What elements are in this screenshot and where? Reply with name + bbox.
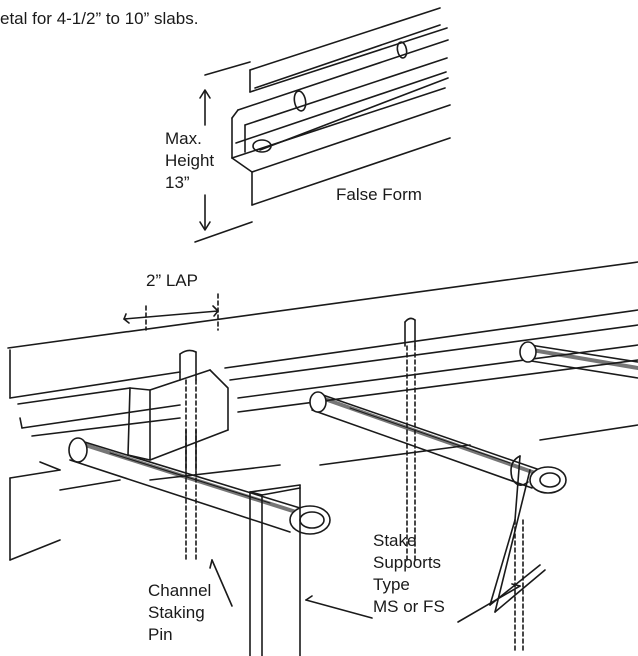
stake-supports-line-1: Stake	[373, 531, 417, 550]
max-height-line-3: 13”	[165, 173, 190, 192]
lap-label: 2” LAP	[146, 271, 198, 290]
channel-staking-pin-line-3: Pin	[148, 625, 173, 644]
max-height-label: Max. Height 13”	[165, 128, 214, 194]
stake-supports-label: Stake Supports Type MS or FS	[373, 530, 445, 618]
stake-supports-line-4: MS or FS	[373, 597, 445, 616]
stake-supports-line-3: Type	[373, 575, 410, 594]
stake-supports-line-2: Supports	[373, 553, 442, 572]
channel-staking-pin-line-1: Channel	[148, 581, 212, 600]
max-height-dimension	[194, 61, 253, 243]
caption: etal for 4-1/2” to 10” slabs.	[0, 9, 199, 28]
bar-supports	[68, 341, 638, 535]
staking-pins	[179, 317, 524, 651]
false-form-label: False Form	[336, 185, 422, 204]
form-walls	[7, 261, 638, 561]
channel-staking-pin-label: Channel Staking Pin	[148, 580, 211, 646]
channel-staking-pin-line-2: Staking	[148, 603, 205, 622]
false-form-profile	[231, 7, 451, 206]
max-height-line-1: Max.	[165, 129, 202, 148]
leader-lines	[209, 559, 521, 623]
stake-uprights	[249, 484, 301, 656]
max-height-line-2: Height	[165, 151, 215, 170]
lap-dimension	[123, 293, 219, 331]
